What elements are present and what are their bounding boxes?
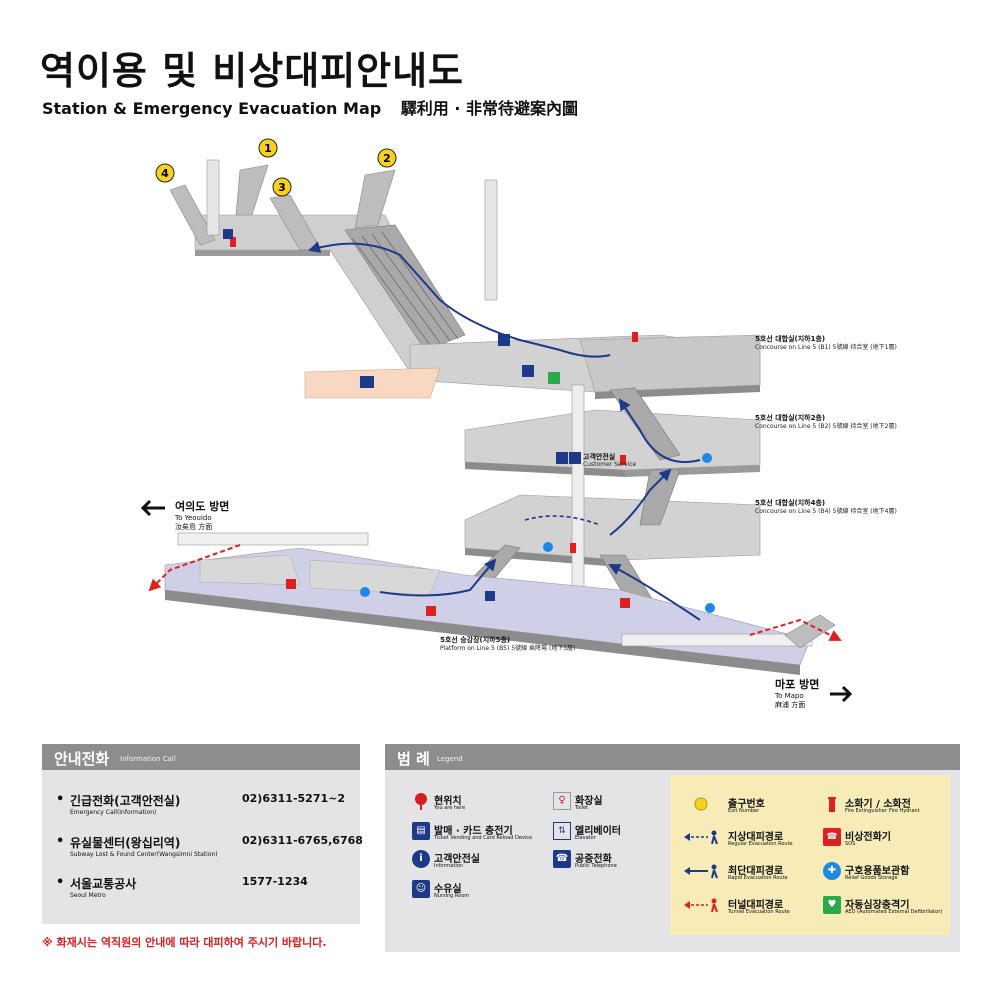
exit-3-marker [272,177,292,197]
sos-phone-icon [426,606,436,616]
exit-2-label: 2 [383,152,391,165]
exit-2-marker [377,148,397,168]
legend-title-en: Legend [437,755,463,763]
fire-notice: ※ 화재시는 역직원의 안내에 따라 대피하여 주시기 바랍니다. [42,936,327,949]
level-labels: 5호선 대합실(지하1층) Concourse on Line 5 (B1) 5… [440,334,897,652]
tunnel-evacuation-route [148,544,842,641]
toilet-icon: ♀ [553,792,571,810]
tunnel-route-icon [684,898,718,913]
sos-phone-icon [286,579,296,589]
aed-icon [548,372,560,384]
direction-yeouido-ko: 여의도 방면 [175,499,229,513]
exit-1-label: 1 [264,142,272,155]
level-b1-en: Concourse on Line 5 (B1) 5號線 待合室 (地下1層) [755,343,897,351]
train-left [177,532,369,546]
level-b2-en: Concourse on Line 5 (B2) 5號線 待合室 (地下2層) [755,422,897,430]
subtitle-cjk: 驛利用 · 非常待避案內圖 [400,99,578,118]
platform-b5 [164,532,836,675]
customer-service-ko: 고객안전실 [583,452,615,461]
level-b2-ko: 5호선 대합실(지하2층) [755,413,825,422]
sos-phone-icon [620,598,630,608]
information-call-title-en: Information Call [120,755,176,763]
direction-yeouido-en: To Yeouido [174,514,212,522]
relief-storage-icon [705,603,715,613]
direction-yeouido: 여의도 방면 To Yeouido 汝矣島 方面 [140,499,229,531]
direction-mapo: 마포 방면 To Mapo 麻浦 方面 [774,677,853,709]
exit-4-marker [155,163,175,183]
elevator-icon: ⇅ [553,822,571,840]
phone-number: 1577-1234 [242,875,308,888]
exit-number-icon [694,797,708,811]
direction-mapo-ko: 마포 방면 [775,677,819,691]
elevator-shaft [571,384,585,611]
fire-extinguisher-icon [230,237,236,247]
exit-number-markers: 1 2 3 4 [155,138,397,197]
aed-icon: ♥ [823,896,841,914]
fire-extinguisher-icon [828,797,836,812]
toilet-icon [498,334,510,346]
fire-extinguisher-icon [632,332,638,342]
level-b5-ko: 5호선 승강장(지하5층) [440,635,510,644]
direction-mapo-cjk: 麻浦 方面 [775,700,805,709]
level-b4-en: Concourse on Line 5 (B4) 5號線 待合室 (地下4層) [755,507,897,515]
nursing-room-icon: ☺ [412,880,430,898]
information-icon: i [412,850,430,868]
rapid-evacuation-route [308,241,701,621]
fire-extinguisher-icon [570,543,576,553]
concourse-b1 [304,334,761,399]
legend-title: 범 례 [397,750,430,768]
level-b5-en: Platform on Line 5 (B5) 5號線 乘降場 (地下5層) [440,644,575,652]
phone-number: 02)6311-6765,6768 [242,834,363,847]
fire-extinguisher-icon [620,455,626,465]
sos-phone-icon: ☎ [823,828,841,846]
relief-storage-icon [360,587,370,597]
regular-route-icon [684,830,718,845]
train-right [621,633,813,647]
location-pin-icon [415,793,427,810]
direction-mapo-en: To Mapo [774,692,804,700]
telephone-icon: ☎ [553,850,571,868]
information-call-title: 안내전화 [54,750,110,768]
direction-yeouido-cjk: 汝矣島 方面 [175,522,212,531]
information-icon [569,452,581,464]
relief-storage-icon [543,542,553,552]
ticket-machine-icon: ▤ [412,822,430,840]
level-b1-ko: 5호선 대합실(지하1층) [755,334,825,343]
page-subtitle: Station & Emergency Evacuation Map 驛利用 ·… [42,95,592,119]
telephone-icon [485,591,495,601]
legend-header: 범 례 Legend [385,744,960,770]
relief-storage-icon: ✚ [823,862,841,880]
station-diagram: 1 2 3 4 5호선 대합실(지하1층) Concourse on Line … [140,138,897,709]
information-call-panel: 안내전화 Information Call • 긴급전화(고객안전실) Emer… [42,744,363,924]
phone-number: 02)6311-5271~2 [242,792,346,805]
exit-3-label: 3 [278,181,286,194]
telephone-icon [223,229,233,239]
exit-4-label: 4 [161,167,169,180]
exit-1-marker [258,138,278,158]
subtitle-english: Station & Emergency Evacuation Map [42,99,382,118]
information-icon [522,365,534,377]
rapid-route-icon [684,864,718,879]
information-call-header: 안내전화 Information Call [42,744,360,770]
ticket-machine-icon [556,452,568,464]
toilet-icon [360,376,374,388]
level-b4-ko: 5호선 대합실(지하4층) [755,498,825,507]
customer-service-en: Customer Service [583,461,637,468]
map-facility-icons [223,229,715,616]
escalator-main [344,224,466,351]
relief-storage-icon [702,453,712,463]
page-title: 역이용 및 비상대피안내도 [40,49,465,93]
